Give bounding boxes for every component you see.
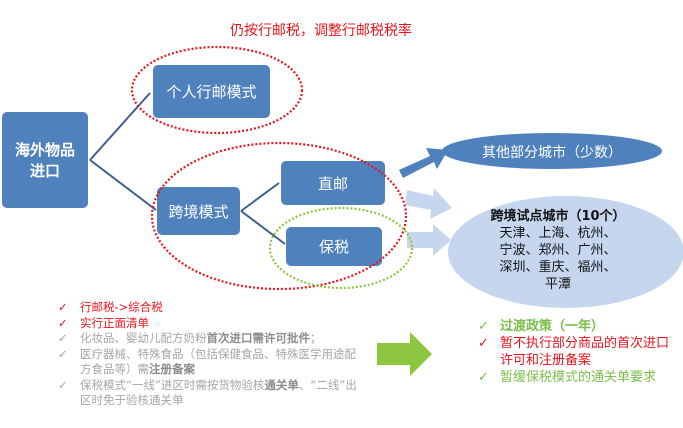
- check-icon: ✓: [58, 377, 68, 392]
- connector-line: [240, 182, 280, 212]
- item-text: 过渡政策（一年）: [500, 319, 605, 334]
- connector-line: [240, 210, 286, 245]
- check-icon: ✓: [58, 331, 68, 345]
- arrow-dark: [399, 148, 448, 178]
- connector-line: [89, 159, 157, 211]
- other-cities-label: 其他部分城市（少数）: [482, 145, 622, 161]
- pilot-line: 天津、上海、杭州、: [499, 226, 617, 241]
- arrow-green: [377, 332, 432, 376]
- check-icon: ✓: [478, 319, 489, 334]
- list-item: ✓ 实行正面清单: [58, 316, 358, 332]
- item-text: 暂不执行部分商品的首次进口许可和注册备案: [500, 336, 670, 368]
- pilot-cities-text: 跨境试点城市（10个） 天津、上海、杭州、 宁波、郑州、广州、 深圳、重庆、福州…: [468, 208, 648, 293]
- item-text: 医疗器械、特殊食品（包括保健食品、特殊医学用途配方食品等）需: [80, 346, 356, 377]
- item-bold: 注册备案: [149, 362, 195, 376]
- item-text: 保税模式“一线”进区时需按货物验核: [80, 377, 265, 392]
- check-icon: ✓: [58, 300, 68, 314]
- item-bold: 首次进口需许可批件: [206, 331, 311, 345]
- list-item: ✓ 保税模式“一线”进区时需按货物验核通关单、“二线”出区时免于验核通关单: [58, 378, 358, 409]
- other-cities-oval: [442, 133, 662, 169]
- item-text: 实行正面清单: [80, 315, 149, 330]
- policy-list-right: ✓ 过渡政策（一年） ✓ 暂不执行部分商品的首次进口许可和注册备案 ✓ 暂缓保税模式的…: [478, 318, 678, 386]
- cross-border-node: 跨境模式: [157, 187, 240, 235]
- check-icon: ✓: [478, 370, 489, 385]
- pilot-heading: 跨境试点城市（10个）: [490, 209, 626, 224]
- check-icon: ✓: [58, 315, 68, 330]
- pilot-line: 平潭: [544, 277, 571, 292]
- item-rest: ；: [310, 331, 322, 345]
- item-rest: 、“二线”出区时免于验核通关单: [80, 377, 357, 408]
- arrow-light: [407, 224, 451, 256]
- item-text: 化妆品、婴幼儿配方奶粉: [80, 331, 207, 345]
- root-node: 海外物品 进口: [2, 112, 88, 208]
- diagram-note-title: 仍按行邮税，调整行邮税税率: [230, 23, 412, 39]
- root-line2: 进口: [29, 162, 60, 180]
- pilot-cities-oval: [448, 196, 683, 308]
- list-item: ✓ 暂不执行部分商品的首次进口许可和注册备案: [478, 335, 678, 369]
- list-item: ✓ 过渡政策（一年）: [478, 318, 678, 335]
- personal-mode-node: 个人行邮模式: [153, 65, 270, 118]
- list-item: ✓ 化妆品、婴幼儿配方奶粉首次进口需许可批件；: [58, 331, 358, 347]
- check-icon: ✓: [478, 336, 489, 351]
- arrow-light: [405, 188, 452, 219]
- pilot-line: 宁波、郑州、广州、: [499, 243, 617, 258]
- bonded-node: 保税: [286, 227, 382, 266]
- root-line1: 海外物品: [14, 141, 75, 159]
- list-item: ✓ 行邮税->综合税: [58, 300, 358, 316]
- policy-list-left: ✓ 行邮税->综合税 ✓ 实行正面清单 ✓ 化妆品、婴幼儿配方奶粉首次进口需许可批件；…: [58, 300, 358, 409]
- list-item: ✓ 暂缓保税模式的通关单要求: [478, 369, 678, 386]
- list-item: ✓ 医疗器械、特殊食品（包括保健食品、特殊医学用途配方食品等）需注册备案: [58, 347, 358, 378]
- item-bold: 通关单: [264, 377, 299, 392]
- pilot-line: 深圳、重庆、福州、: [499, 260, 617, 275]
- direct-mail-node: 直邮: [281, 161, 385, 205]
- item-text: 行邮税->综合税: [80, 300, 163, 314]
- check-icon: ✓: [58, 346, 68, 361]
- item-text: 暂缓保税模式的通关单要求: [500, 370, 657, 385]
- connector-line: [89, 92, 151, 161]
